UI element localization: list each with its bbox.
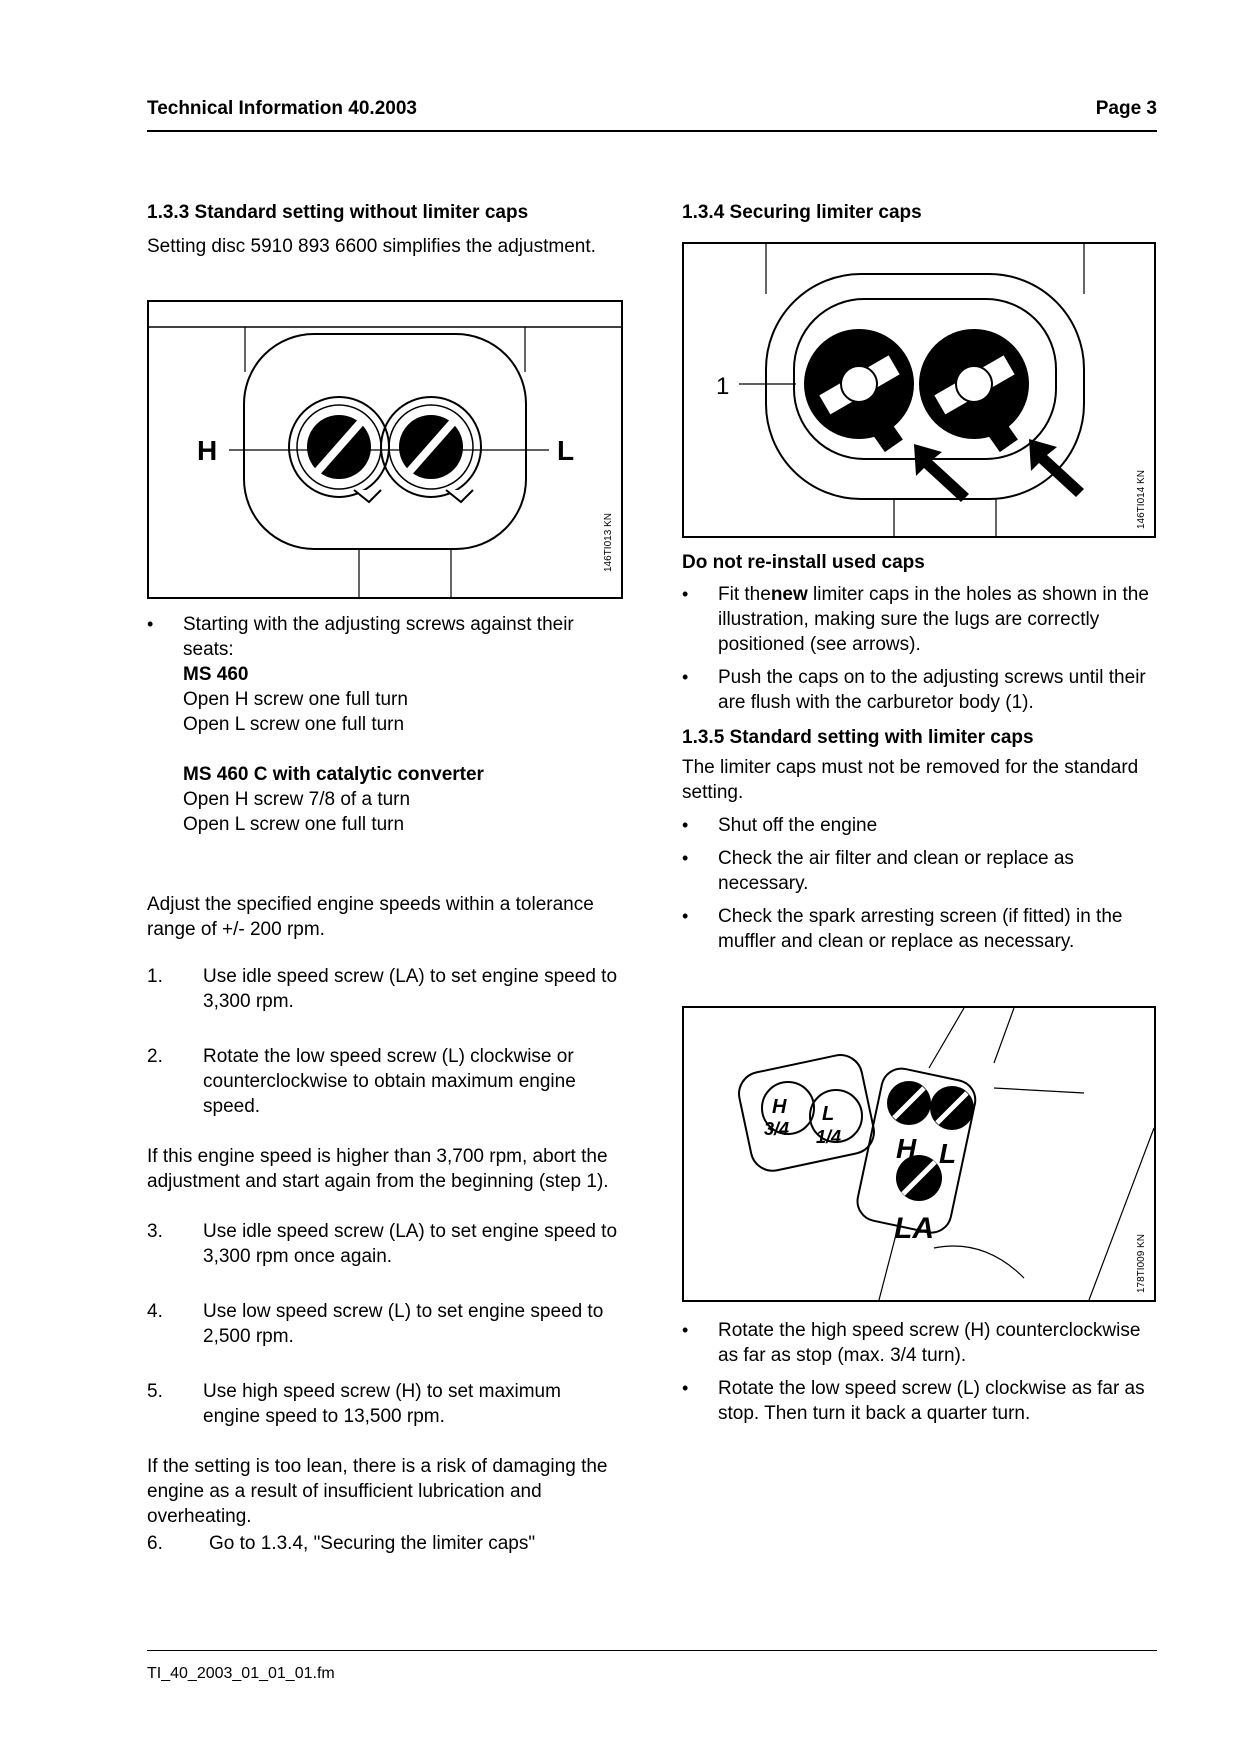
bullet-text: Shut off the engine <box>718 815 878 836</box>
dial-l-label: L <box>822 1103 834 1125</box>
step-text: Use idle speed screw (LA) to set engine … <box>203 1221 618 1267</box>
step-number: 6. <box>147 1533 163 1554</box>
figure-code: 146TI013 KN <box>603 513 614 572</box>
list-item: Fit thenew limiter caps in the holes as … <box>682 582 1162 657</box>
step-number: 2. <box>147 1046 163 1067</box>
list-item: Check the spark arresting screen (if fit… <box>682 904 1162 954</box>
arrow-icon <box>914 444 969 502</box>
carburetor-diagram-3: H 3/4 L 1/4 H L LA 178TI009 KN <box>738 1008 1154 1300</box>
step-number: 3. <box>147 1221 163 1242</box>
step-number: 1. <box>147 966 163 987</box>
step-number: 4. <box>147 1301 163 1322</box>
ms460-h: Open H screw one full turn <box>183 689 408 710</box>
section-1-3-5-intro: The limiter caps must not be removed for… <box>682 757 1139 803</box>
h-screw <box>288 396 390 504</box>
figure-limiter-caps: 1 146TI014 KN <box>682 242 1156 538</box>
model-ms460c: MS 460 C with catalytic converter <box>183 764 484 785</box>
carburetor-diagram-2: 1 146TI014 KN <box>716 244 1147 536</box>
step-5: 5. Use high speed screw (H) to set maxim… <box>147 1379 622 1429</box>
left-column-body: Starting with the adjusting screws again… <box>147 612 622 1556</box>
section-1-3-3-intro: Setting disc 5910 893 6600 simplifies th… <box>147 236 596 257</box>
step-6: 6. Go to 1.3.4, "Securing the limiter ca… <box>147 1531 622 1556</box>
dial-h-fraction: 3/4 <box>764 1119 789 1139</box>
label-h: H <box>896 1133 917 1164</box>
l-screw <box>380 396 482 504</box>
list-item: Push the caps on to the adjusting screws… <box>682 665 1162 715</box>
section-1-3-5-title: 1.3.5 Standard setting with limiter caps <box>682 727 1034 748</box>
model-ms460: MS 460 <box>183 664 249 685</box>
figure-setting-screws: H 3/4 L 1/4 H L LA 178TI009 KN <box>682 1006 1156 1302</box>
page-number: Page 3 <box>1095 98 1157 119</box>
step-text: Go to 1.3.4, "Securing the limiter caps" <box>209 1533 536 1554</box>
bullet-text: Fit the <box>718 584 771 605</box>
step-3: 3. Use idle speed screw (LA) to set engi… <box>147 1219 622 1269</box>
step-text: Rotate the low speed screw (L) clockwise… <box>203 1046 576 1117</box>
step-1: 1. Use idle speed screw (LA) to set engi… <box>147 964 622 1014</box>
limiter-cap-h <box>804 329 914 453</box>
ms460c-h: Open H screw 7/8 of a turn <box>183 789 411 810</box>
label-la: LA <box>894 1212 934 1245</box>
figure-screws-h-l: H L 146TI013 KN <box>147 300 623 599</box>
label-1: 1 <box>716 373 729 400</box>
bullet-text: Push the caps on to the adjusting screws… <box>718 667 1146 713</box>
section-1-3-3-title: 1.3.3 Standard setting without limiter c… <box>147 202 529 223</box>
left-column: 1.3.3 Standard setting without limiter c… <box>147 202 622 259</box>
lean-warning: If the setting is too lean, there is a r… <box>147 1456 608 1527</box>
bullet-text: Starting with the adjusting screws again… <box>183 614 574 660</box>
tolerance-note: Adjust the specified engine speeds withi… <box>147 894 594 940</box>
bullet-text: Check the air filter and clean or replac… <box>718 848 1074 894</box>
step-number: 5. <box>147 1381 163 1402</box>
bullet-text: Rotate the high speed screw (H) counterc… <box>718 1320 1141 1366</box>
step-text: Use low speed screw (L) to set engine sp… <box>203 1301 604 1347</box>
list-item: Check the air filter and clean or replac… <box>682 846 1162 896</box>
footer-filename: TI_40_2003_01_01_01.fm <box>147 1665 335 1682</box>
limiter-cap-l <box>919 329 1029 453</box>
footer-divider <box>147 1650 1157 1651</box>
step-4: 4. Use low speed screw (L) to set engine… <box>147 1299 622 1349</box>
page-header: Technical Information 40.2003 Page 3 <box>147 98 1157 132</box>
arrow-icon <box>1029 439 1084 497</box>
label-h: H <box>197 435 217 466</box>
section-1-3-4-title: 1.3.4 Securing limiter caps <box>682 202 922 223</box>
dial-h-label: H <box>772 1096 787 1118</box>
step-2: 2. Rotate the low speed screw (L) clockw… <box>147 1044 622 1119</box>
list-item: Shut off the engine <box>682 813 1162 838</box>
bullet-bold: new <box>770 584 808 605</box>
bullet-text: Check the spark arresting screen (if fit… <box>718 906 1123 952</box>
document-title: Technical Information 40.2003 <box>147 98 417 119</box>
abort-note: If this engine speed is higher than 3,70… <box>147 1146 609 1192</box>
ms460-l: Open L screw one full turn <box>183 714 405 735</box>
list-item: Rotate the high speed screw (H) counterc… <box>682 1318 1162 1368</box>
figure-code: 146TI014 KN <box>1136 470 1147 529</box>
screw-la <box>896 1155 942 1201</box>
list-item: Starting with the adjusting screws again… <box>147 612 622 837</box>
figure-code: 178TI009 KN <box>1136 1234 1147 1293</box>
ms460c-l: Open L screw one full turn <box>183 814 405 835</box>
screw-h <box>887 1081 931 1125</box>
warning-title: Do not re-install used caps <box>682 552 925 573</box>
list-item: Rotate the low speed screw (L) clockwise… <box>682 1376 1162 1426</box>
label-l: L <box>939 1138 956 1169</box>
step-text: Use idle speed screw (LA) to set engine … <box>203 966 618 1012</box>
screw-l <box>930 1086 974 1130</box>
bullet-text: limiter caps in the holes as shown in th… <box>718 584 1149 655</box>
right-column-body: Do not re-install used caps Fit thenew l… <box>682 552 1162 954</box>
label-l: L <box>557 435 574 466</box>
carburetor-diagram-1: H L 146TI013 KN <box>149 326 621 597</box>
step-text: Use high speed screw (H) to set maximum … <box>203 1381 561 1427</box>
bullet-text: Rotate the low speed screw (L) clockwise… <box>718 1378 1145 1424</box>
right-column-tail: Rotate the high speed screw (H) counterc… <box>682 1318 1162 1426</box>
right-column: 1.3.4 Securing limiter caps <box>682 202 1162 224</box>
